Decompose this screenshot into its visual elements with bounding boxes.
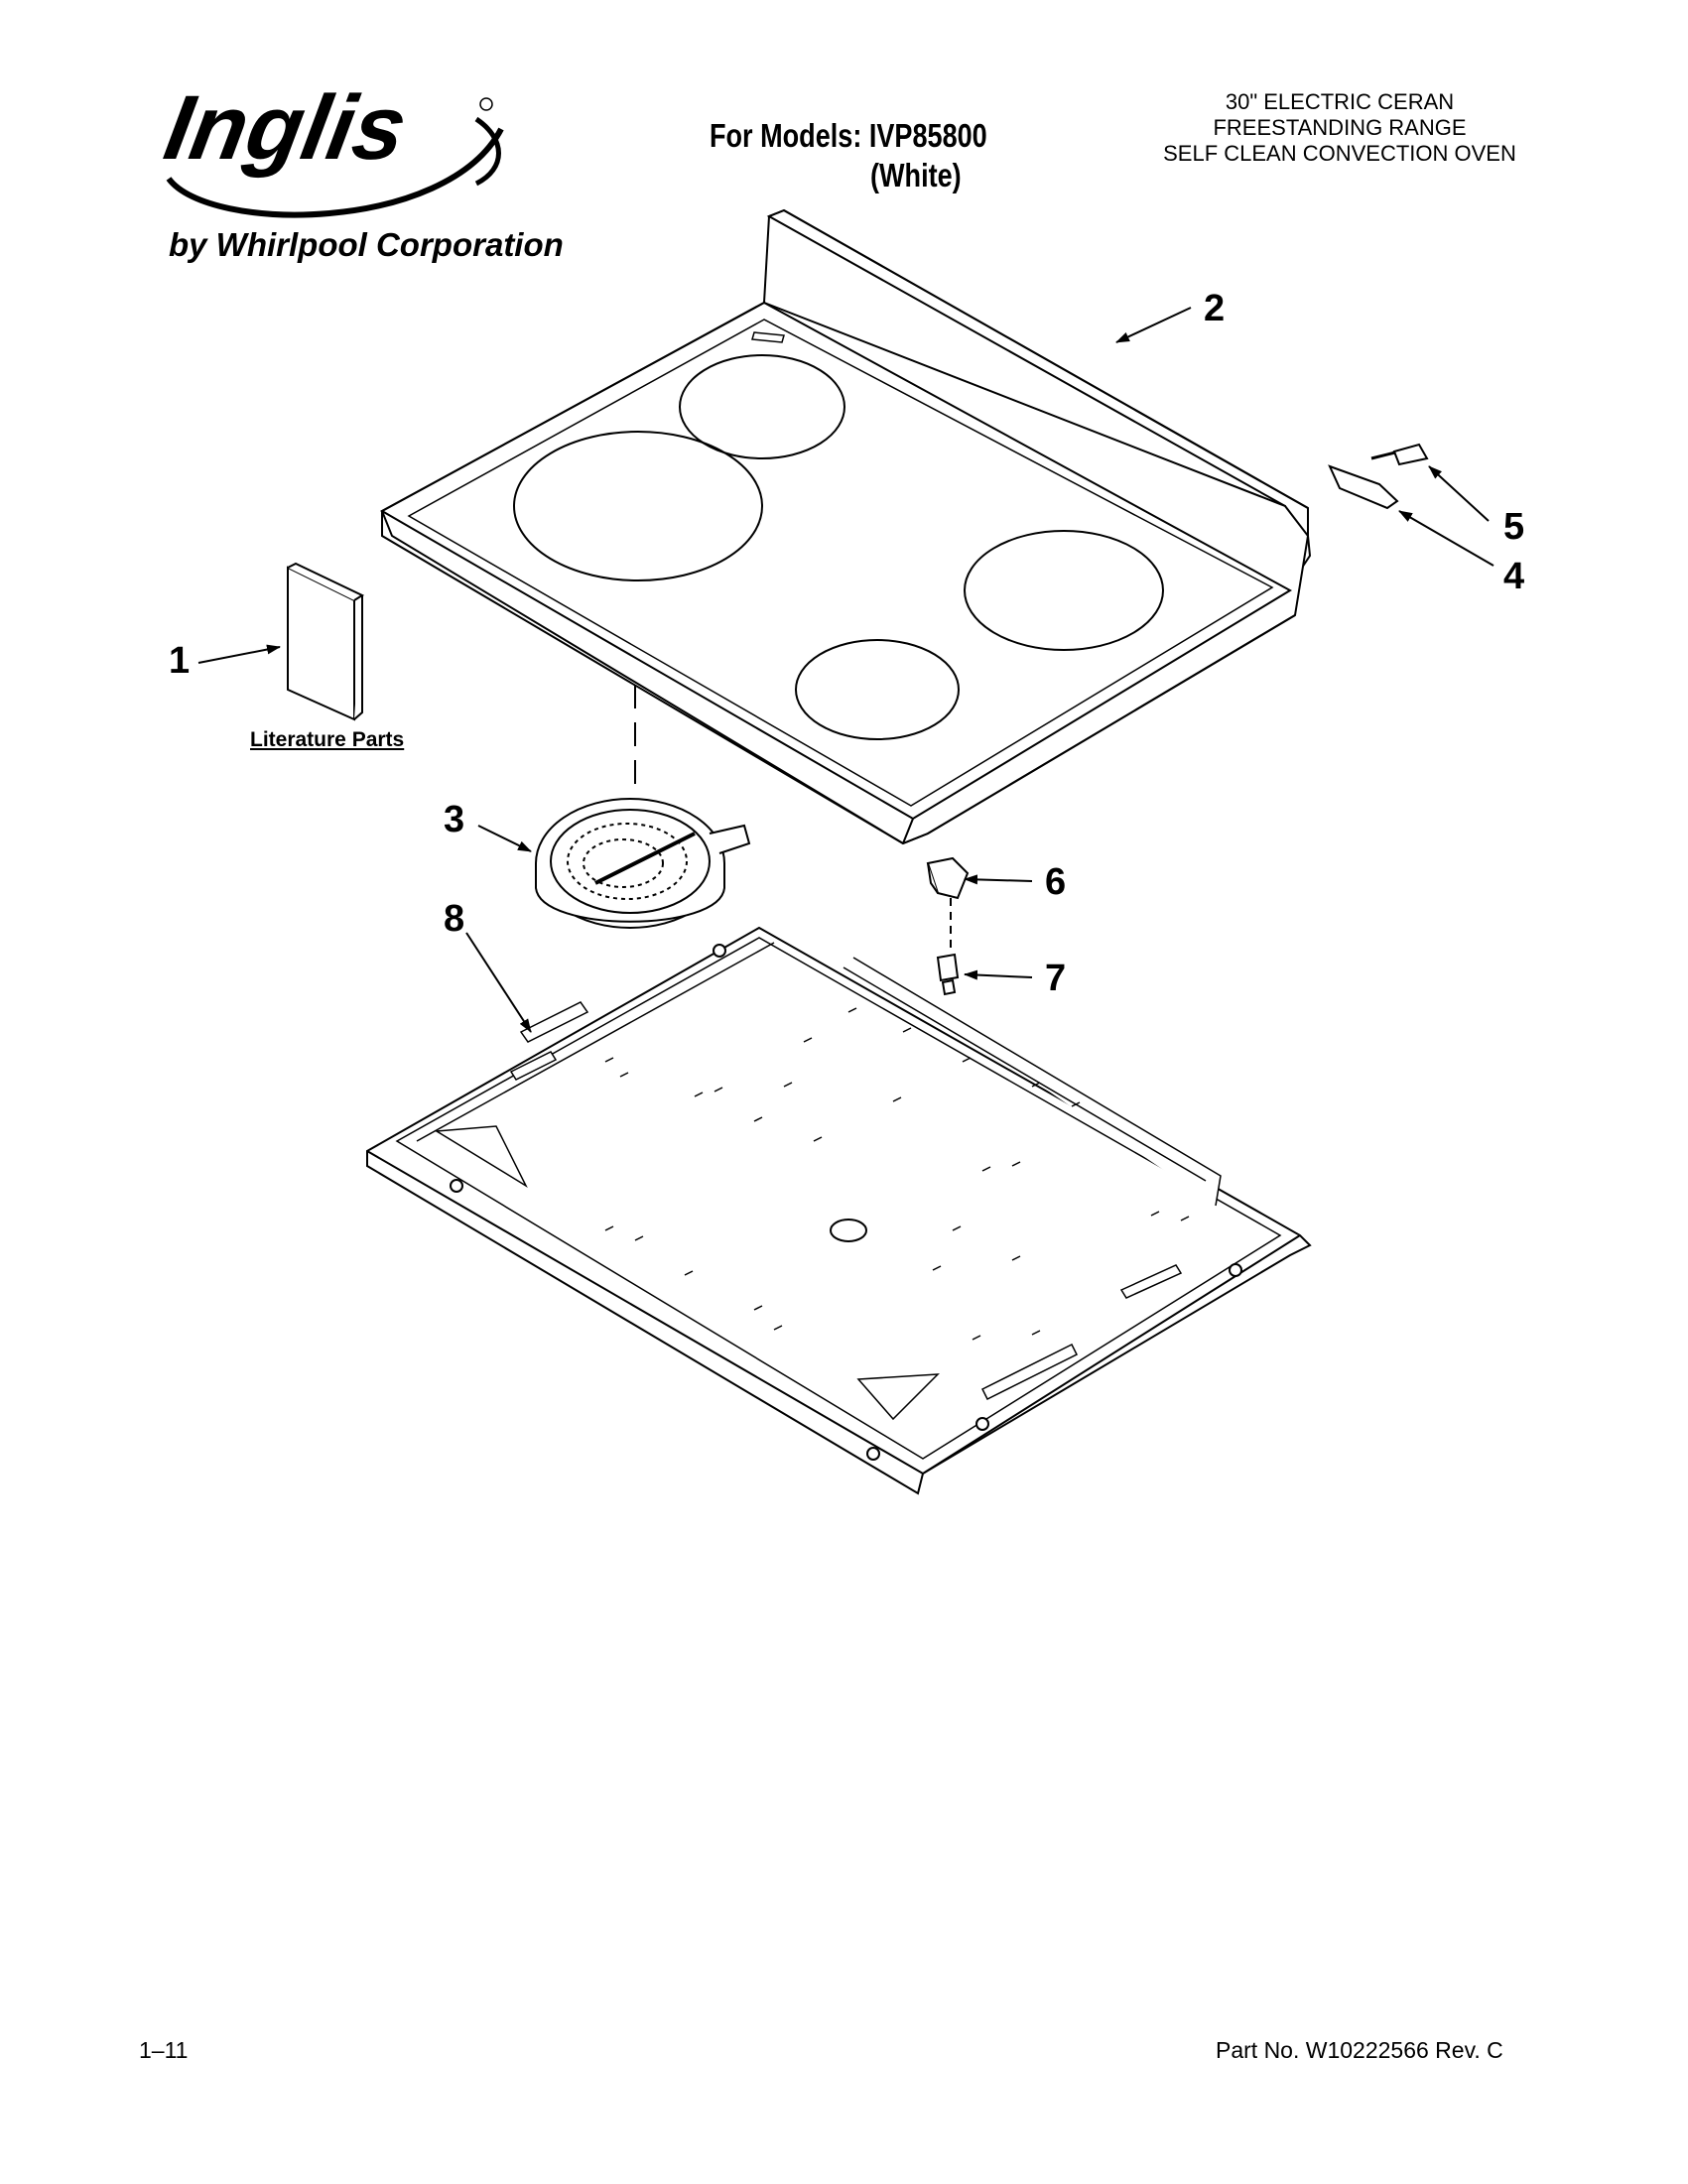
- logo-swoosh-end: [474, 116, 501, 187]
- product-description: 30" ELECTRIC CERAN FREESTANDING RANGE SE…: [1131, 89, 1548, 167]
- description-line: 30" ELECTRIC CERAN: [1225, 89, 1455, 114]
- inglis-logo-mark: Inglis: [158, 76, 504, 218]
- callout-7: 7: [1045, 958, 1067, 999]
- part-cooktop: [379, 208, 1312, 845]
- part-literature: [287, 562, 365, 721]
- callout-8: 8: [444, 898, 465, 940]
- callout-3: 3: [444, 799, 465, 840]
- brand-logo: Inglis by Whirlpool Corporation: [149, 60, 564, 268]
- callout-4: 4: [1503, 556, 1525, 597]
- part-bracket-screw-right: [1328, 443, 1429, 510]
- leader-2: [1115, 307, 1192, 343]
- part-radiant-element: [535, 798, 751, 929]
- callout-6: 6: [1045, 861, 1067, 903]
- models-title: For Models: IVP85800: [710, 117, 987, 154]
- part-bracket-screw-center: [926, 856, 970, 996]
- part-main-top-frame: [366, 926, 1312, 1495]
- callout-5: 5: [1503, 506, 1525, 548]
- literature-parts-label: Literature Parts: [250, 728, 405, 751]
- logo-swoosh: [166, 127, 504, 218]
- leader-7: [964, 969, 1033, 980]
- brand-name: Inglis: [158, 76, 414, 179]
- registered-mark-icon: [479, 97, 493, 111]
- part-number: Part No. W10222566 Rev. C: [1216, 2037, 1503, 2063]
- callout-1: 1: [169, 640, 191, 682]
- description-line: FREESTANDING RANGE: [1213, 115, 1467, 140]
- leader-6: [964, 874, 1033, 885]
- page-number: 1–11: [139, 2037, 189, 2063]
- leader-1: [197, 644, 281, 664]
- description-line: SELF CLEAN CONVECTION OVEN: [1163, 141, 1516, 166]
- brand-tagline: by Whirlpool Corporation: [169, 226, 564, 263]
- models-color: (White): [870, 157, 962, 193]
- callout-2: 2: [1204, 288, 1226, 329]
- leader-3: [477, 825, 532, 852]
- callout-leaders: [197, 307, 1494, 1033]
- leader-4: [1398, 510, 1494, 567]
- leader-8: [465, 932, 532, 1033]
- leader-5: [1428, 465, 1490, 522]
